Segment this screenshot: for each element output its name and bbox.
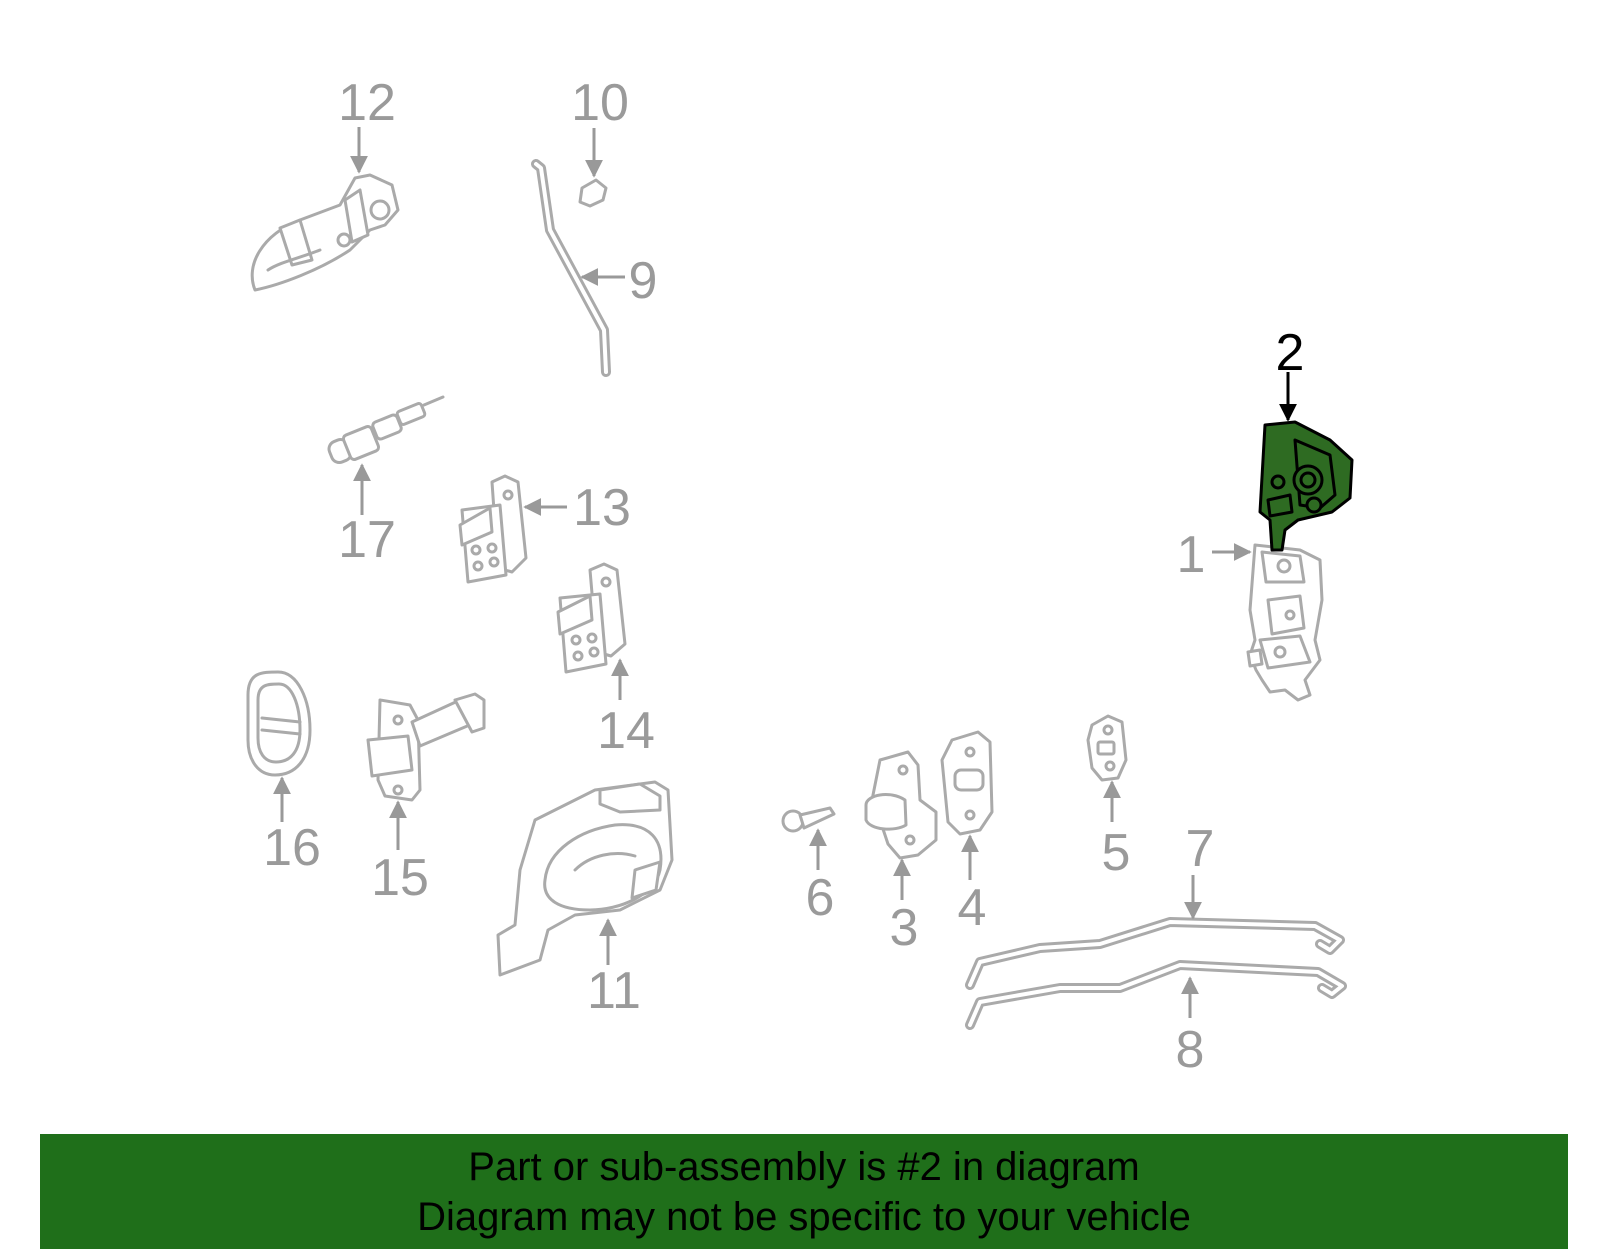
part-10-clip[interactable] <box>578 178 608 208</box>
callout-13[interactable]: 13 <box>573 479 631 537</box>
part-6-bolt[interactable] <box>781 806 836 833</box>
part-2-door-lock-actuator[interactable] <box>1258 420 1354 552</box>
callout-10[interactable]: 10 <box>571 74 629 132</box>
part-16-grommet[interactable] <box>246 670 312 777</box>
part-9-rod[interactable] <box>531 159 611 377</box>
callout-17[interactable]: 17 <box>338 511 396 569</box>
part-13-upper-hinge[interactable] <box>458 474 528 584</box>
part-7-rod[interactable] <box>965 917 1345 990</box>
callout-9[interactable]: 9 <box>629 252 658 310</box>
part-14-lower-hinge[interactable] <box>556 562 627 674</box>
banner-line-part-info: Part or sub-assembly is #2 in diagram <box>468 1145 1140 1189</box>
callout-5[interactable]: 5 <box>1102 824 1131 882</box>
callout-4[interactable]: 4 <box>958 879 987 937</box>
callout-15[interactable]: 15 <box>371 849 429 907</box>
part-3-striker[interactable] <box>864 750 938 860</box>
part-15-door-check[interactable] <box>366 692 486 802</box>
banner-line-disclaimer: Diagram may not be specific to your vehi… <box>417 1195 1191 1239</box>
part-8-rod[interactable] <box>965 960 1347 1030</box>
part-11-inside-handle[interactable] <box>496 780 674 977</box>
part-17-lock-cylinder[interactable] <box>327 395 445 465</box>
info-banner: Part or sub-assembly is #2 in diagram Di… <box>40 1134 1568 1249</box>
part-12-outside-handle[interactable] <box>250 173 400 292</box>
callout-1[interactable]: 1 <box>1177 526 1206 584</box>
callout-12[interactable]: 12 <box>338 74 396 132</box>
part-5-shim[interactable] <box>1086 714 1128 782</box>
callout-8[interactable]: 8 <box>1176 1021 1205 1079</box>
callout-7[interactable]: 7 <box>1186 820 1215 878</box>
callout-2[interactable]: 2 <box>1276 324 1305 382</box>
callout-14[interactable]: 14 <box>597 702 655 760</box>
callout-11[interactable]: 11 <box>587 962 641 1020</box>
part-4-plate[interactable] <box>940 730 994 836</box>
callout-6[interactable]: 6 <box>806 869 835 927</box>
part-1-latch-assembly[interactable] <box>1246 543 1324 702</box>
callout-3[interactable]: 3 <box>890 899 919 957</box>
callout-16[interactable]: 16 <box>263 819 321 877</box>
